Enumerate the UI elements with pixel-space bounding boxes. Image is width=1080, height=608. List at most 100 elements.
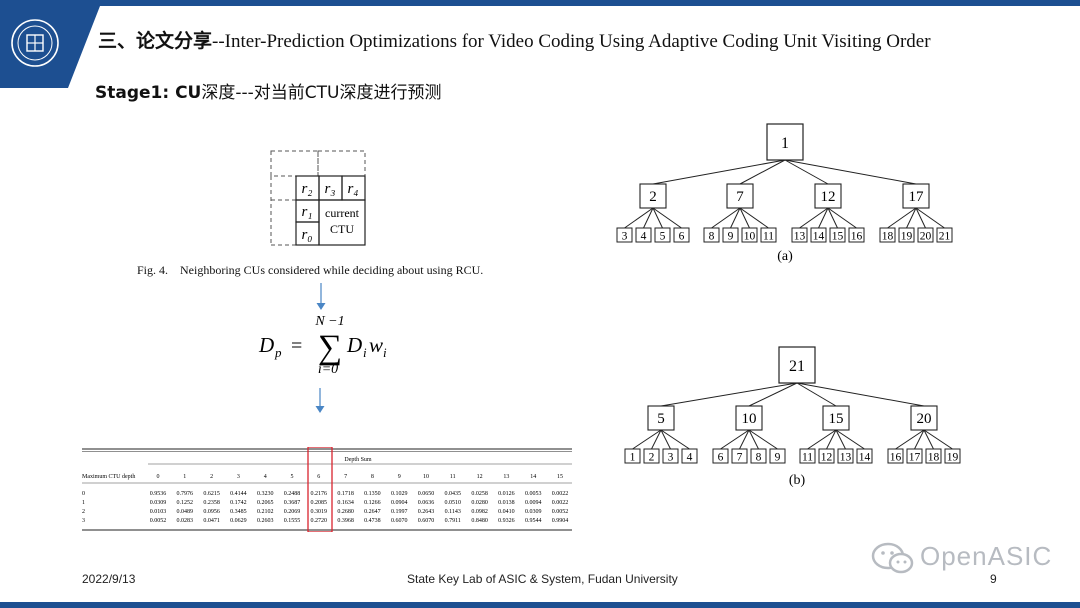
tree-child-label: 10 bbox=[742, 411, 757, 427]
tree-child-label: 20 bbox=[917, 411, 932, 427]
table-cell: 0.0052 bbox=[150, 518, 167, 524]
formula: N −1 D p = ∑ i=0 D i w i bbox=[258, 314, 387, 377]
table-column-header: 0 bbox=[157, 474, 160, 480]
formula-term: D bbox=[346, 333, 362, 357]
highlight-column-box bbox=[307, 447, 333, 532]
figure-neighboring-cus: r₂ r₃ r₄ r₁ r₀ current CTU bbox=[270, 150, 366, 246]
formula-sigma: ∑ bbox=[318, 329, 342, 366]
table-column-header: 8 bbox=[371, 474, 374, 480]
tree-leaf-node bbox=[887, 448, 904, 464]
table-cell: 0.1742 bbox=[230, 500, 247, 506]
footer-date: 2022/9/13 bbox=[82, 572, 136, 586]
tree-leaf-label: 8 bbox=[709, 231, 715, 243]
tree-leaf-label: 2 bbox=[649, 452, 655, 464]
tree-leaf-node bbox=[917, 227, 934, 243]
tree-edge bbox=[643, 207, 654, 229]
tree-leaf-node bbox=[818, 448, 835, 464]
title-cn: 三、论文分享 bbox=[98, 30, 213, 52]
tree-leaf-label: 5 bbox=[660, 231, 666, 243]
tree-child-node bbox=[726, 183, 754, 209]
tree-leaf-label: 21 bbox=[939, 231, 951, 243]
table-group-header: Depth Sum bbox=[344, 457, 372, 463]
stage-text: 深度---对当前CTU深度进行预测 bbox=[201, 83, 442, 103]
tree-leaf-node bbox=[731, 448, 748, 464]
table-row-header: Maximum CTU depth bbox=[82, 474, 135, 480]
tree-leaf-node bbox=[643, 448, 660, 464]
top-bar bbox=[0, 0, 1080, 6]
table-cell: 0.0510 bbox=[445, 500, 462, 506]
tree-edge bbox=[748, 429, 759, 450]
bottom-bar bbox=[0, 602, 1080, 608]
tree-leaf-label: 12 bbox=[821, 452, 833, 464]
tree-leaf-node bbox=[769, 448, 786, 464]
tree-edge bbox=[739, 207, 750, 229]
arrow-down-icon bbox=[315, 388, 325, 413]
tree-leaf-label: 4 bbox=[641, 231, 647, 243]
table-cell: 0.6070 bbox=[418, 518, 435, 524]
table-cell: 0.2176 bbox=[311, 491, 328, 497]
tree-child-node bbox=[902, 183, 930, 209]
tree-leaf-label: 14 bbox=[859, 452, 871, 464]
table-cell: 0.9904 bbox=[552, 518, 569, 524]
tree-edge bbox=[914, 429, 925, 450]
tree-edge bbox=[660, 429, 690, 450]
tree-leaf-label: 6 bbox=[679, 231, 685, 243]
table-cell: 0.2065 bbox=[257, 500, 274, 506]
tree-leaf-label: 3 bbox=[668, 452, 674, 464]
tree-edge bbox=[652, 159, 786, 185]
footer-org: State Key Lab of ASIC & System, Fudan Un… bbox=[407, 572, 678, 586]
table-cell: 0.1029 bbox=[391, 491, 408, 497]
tree-leaf-label: 11 bbox=[763, 231, 774, 243]
table-cell: 0.6215 bbox=[203, 491, 220, 497]
tree-leaf-node bbox=[879, 227, 896, 243]
table-cell: 0.2643 bbox=[418, 509, 435, 515]
arrow-down-icon bbox=[316, 283, 326, 310]
wechat-icon bbox=[871, 542, 914, 574]
tree-leaf-node bbox=[722, 227, 739, 243]
tree-edge bbox=[915, 207, 926, 229]
table-cell: 0.0650 bbox=[418, 491, 435, 497]
table-row-label: 0 bbox=[82, 491, 85, 497]
current-ctu-line1: current bbox=[325, 206, 360, 220]
tree-leaf-label: 13 bbox=[794, 231, 806, 243]
table-column-header: 6 bbox=[317, 474, 320, 480]
tree-edge bbox=[651, 429, 662, 450]
cell-r0: r₀ bbox=[301, 227, 312, 243]
tree-leaf-label: 9 bbox=[728, 231, 734, 243]
tree-child-label: 5 bbox=[657, 411, 665, 427]
table-cell: 0.0309 bbox=[525, 509, 542, 515]
table-cell: 0.0126 bbox=[498, 491, 515, 497]
cell-r2: r₂ bbox=[301, 181, 312, 197]
tree-edge bbox=[660, 382, 798, 407]
table-cell: 0.2720 bbox=[311, 518, 328, 524]
table-cell: 0.0309 bbox=[150, 500, 167, 506]
tree-edge bbox=[796, 382, 837, 407]
current-ctu-line2: CTU bbox=[330, 222, 354, 236]
table-cell: 0.0904 bbox=[391, 500, 408, 506]
tree-leaf-node bbox=[712, 448, 729, 464]
tree-leaf-node bbox=[848, 227, 865, 243]
tree-edge bbox=[739, 159, 786, 185]
tree-child-label: 2 bbox=[649, 189, 657, 205]
tree-edge bbox=[826, 429, 837, 450]
table-cell: 0.3485 bbox=[230, 509, 247, 515]
watermark-text: OpenASIC bbox=[920, 541, 1053, 571]
tree-leaf-node bbox=[624, 448, 641, 464]
table-cell: 0.9544 bbox=[525, 518, 542, 524]
figure-caption: Fig. 4. Neighboring CUs considered while… bbox=[137, 263, 484, 277]
tree-child-node bbox=[814, 183, 842, 209]
table-cell: 0.0956 bbox=[203, 509, 220, 515]
tree-leaf-node bbox=[673, 227, 690, 243]
table-row-label: 3 bbox=[82, 518, 85, 524]
table-cell: 0.1143 bbox=[445, 509, 461, 515]
tree-leaf-node bbox=[856, 448, 873, 464]
tree-edge bbox=[748, 429, 778, 450]
table-cell: 0.2069 bbox=[284, 509, 301, 515]
tree-leaf-label: 4 bbox=[687, 452, 693, 464]
tree-leaf-label: 18 bbox=[928, 452, 940, 464]
table-cell: 0.0280 bbox=[471, 500, 488, 506]
table-column-header: 9 bbox=[398, 474, 401, 480]
table-cell: 0.0052 bbox=[552, 509, 569, 515]
tree-leaf-label: 3 bbox=[622, 231, 628, 243]
